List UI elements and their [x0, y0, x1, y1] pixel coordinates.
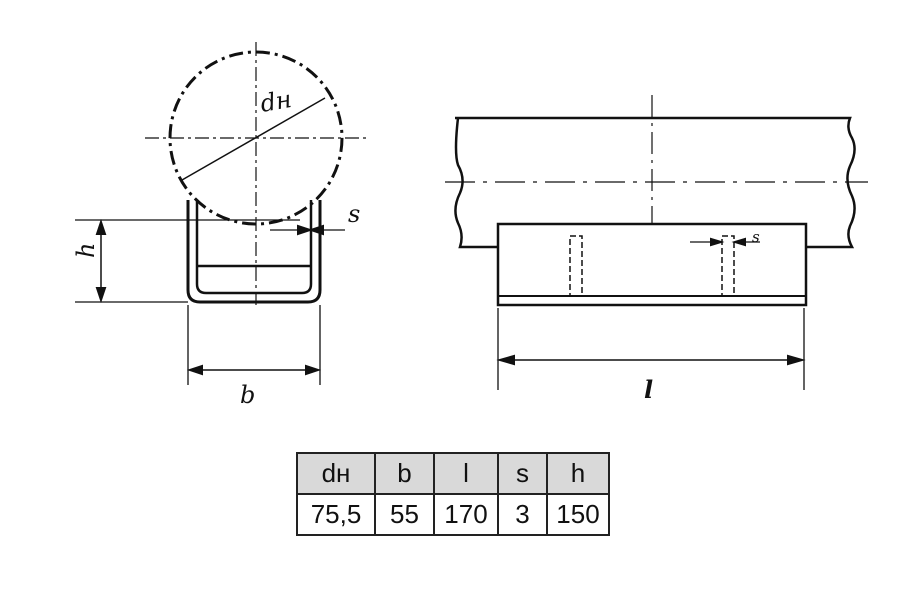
- header-b: b: [374, 452, 435, 495]
- label-l: l: [644, 375, 653, 404]
- slot-left: [569, 235, 583, 297]
- value-s: 3: [497, 493, 548, 536]
- slot-right: [721, 235, 735, 297]
- label-b: b: [240, 381, 255, 409]
- header-h: h: [546, 452, 610, 495]
- value-h: 150: [546, 493, 610, 536]
- pipe-circle: [168, 50, 344, 226]
- value-b: 55: [374, 493, 435, 536]
- label-h: h: [72, 243, 100, 258]
- header-s: s: [497, 452, 548, 495]
- label-s-right: s: [752, 228, 760, 246]
- label-s-left: s: [348, 200, 360, 228]
- diameter-line: [181, 97, 326, 181]
- dimensions-table: dн b l s h 75,5 55 170 3 150: [296, 452, 610, 536]
- label-dn: dн: [258, 85, 294, 118]
- u-bracket: [186, 200, 322, 304]
- value-dn: 75,5: [296, 493, 376, 536]
- header-dn: dн: [296, 452, 376, 495]
- side-view: [75, 42, 370, 385]
- header-l: l: [433, 452, 499, 495]
- pipe-body: [454, 116, 856, 249]
- bracket-body: [496, 222, 808, 307]
- value-l: 170: [433, 493, 499, 536]
- front-view: [445, 95, 868, 390]
